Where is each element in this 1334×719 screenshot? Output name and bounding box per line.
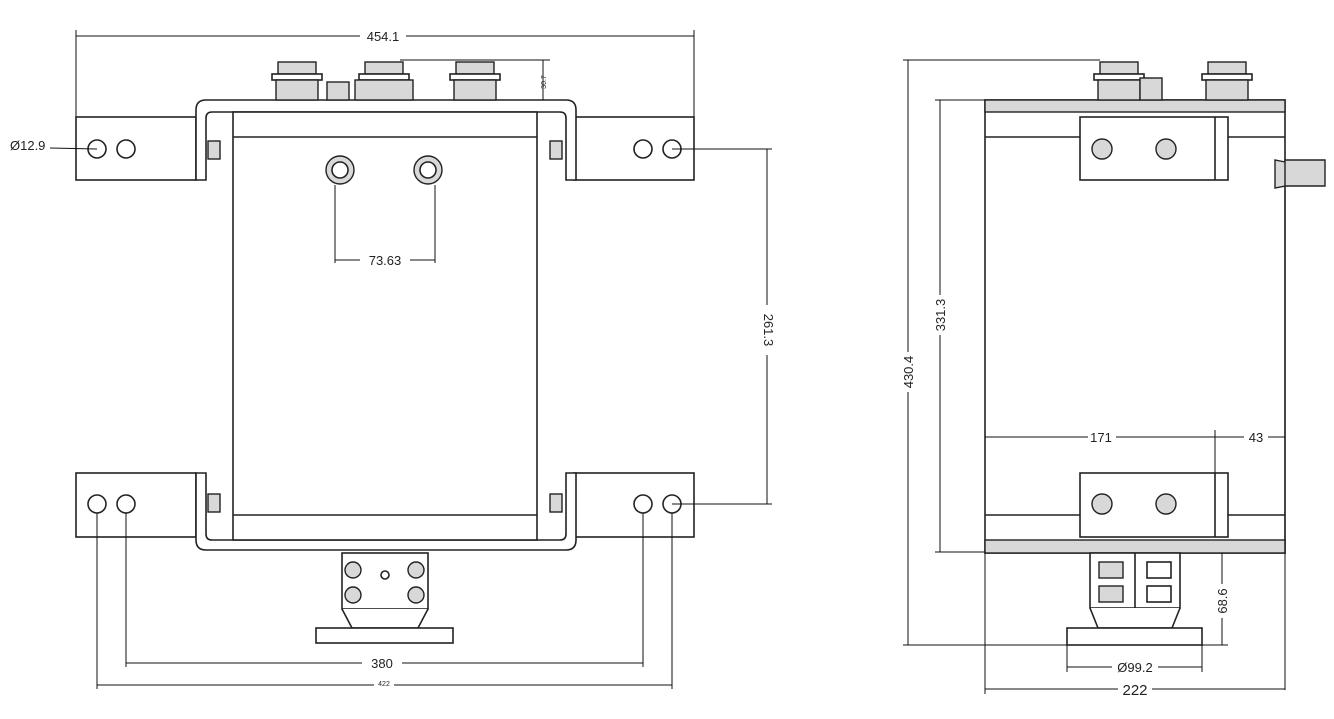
bottom-fitting [315,552,454,644]
dim-offset: 43 [1249,430,1263,445]
dim-fitting-height: 68.6 [1215,588,1230,613]
dim-hole-spacing-inner: 380 [371,656,393,671]
dim-vertical-hole-spacing: 261.3 [761,314,776,347]
enclosure-body [232,111,538,541]
hose-barb-icon [1274,159,1326,189]
dim-body-height: 331.3 [933,299,948,332]
dim-connector-spacing: 73.63 [369,253,402,268]
u-bracket-top [195,99,577,181]
dim-width-overall: 454.1 [367,29,400,44]
dim-body-depth: 171 [1090,430,1112,445]
front-view: 454.1 30.7 Ø12.9 73.63 261.3 380 422 [10,28,776,689]
cable-gland-icon [271,61,501,101]
dim-hole-diameter: Ø12.9 [10,138,45,153]
bolt-icon [549,140,563,160]
cable-gland-icon [1093,61,1253,101]
bolt-icon [207,140,221,160]
bolt-icon [207,493,221,513]
dim-gland-height: 30.7 [541,75,548,89]
bottom-fitting [1066,552,1203,646]
dim-width-overall-side: 222 [1122,682,1147,699]
dim-hole-spacing-outer: 422 [378,681,390,688]
u-bracket-bottom [195,472,577,551]
dim-height-overall: 430.4 [901,356,916,389]
bolt-icon [549,493,563,513]
dim-flange-diameter: Ø99.2 [1117,660,1152,675]
side-view: 430.4 331.3 171 43 68.6 Ø99.2 222 [900,59,1326,699]
connector-icon [325,155,443,185]
